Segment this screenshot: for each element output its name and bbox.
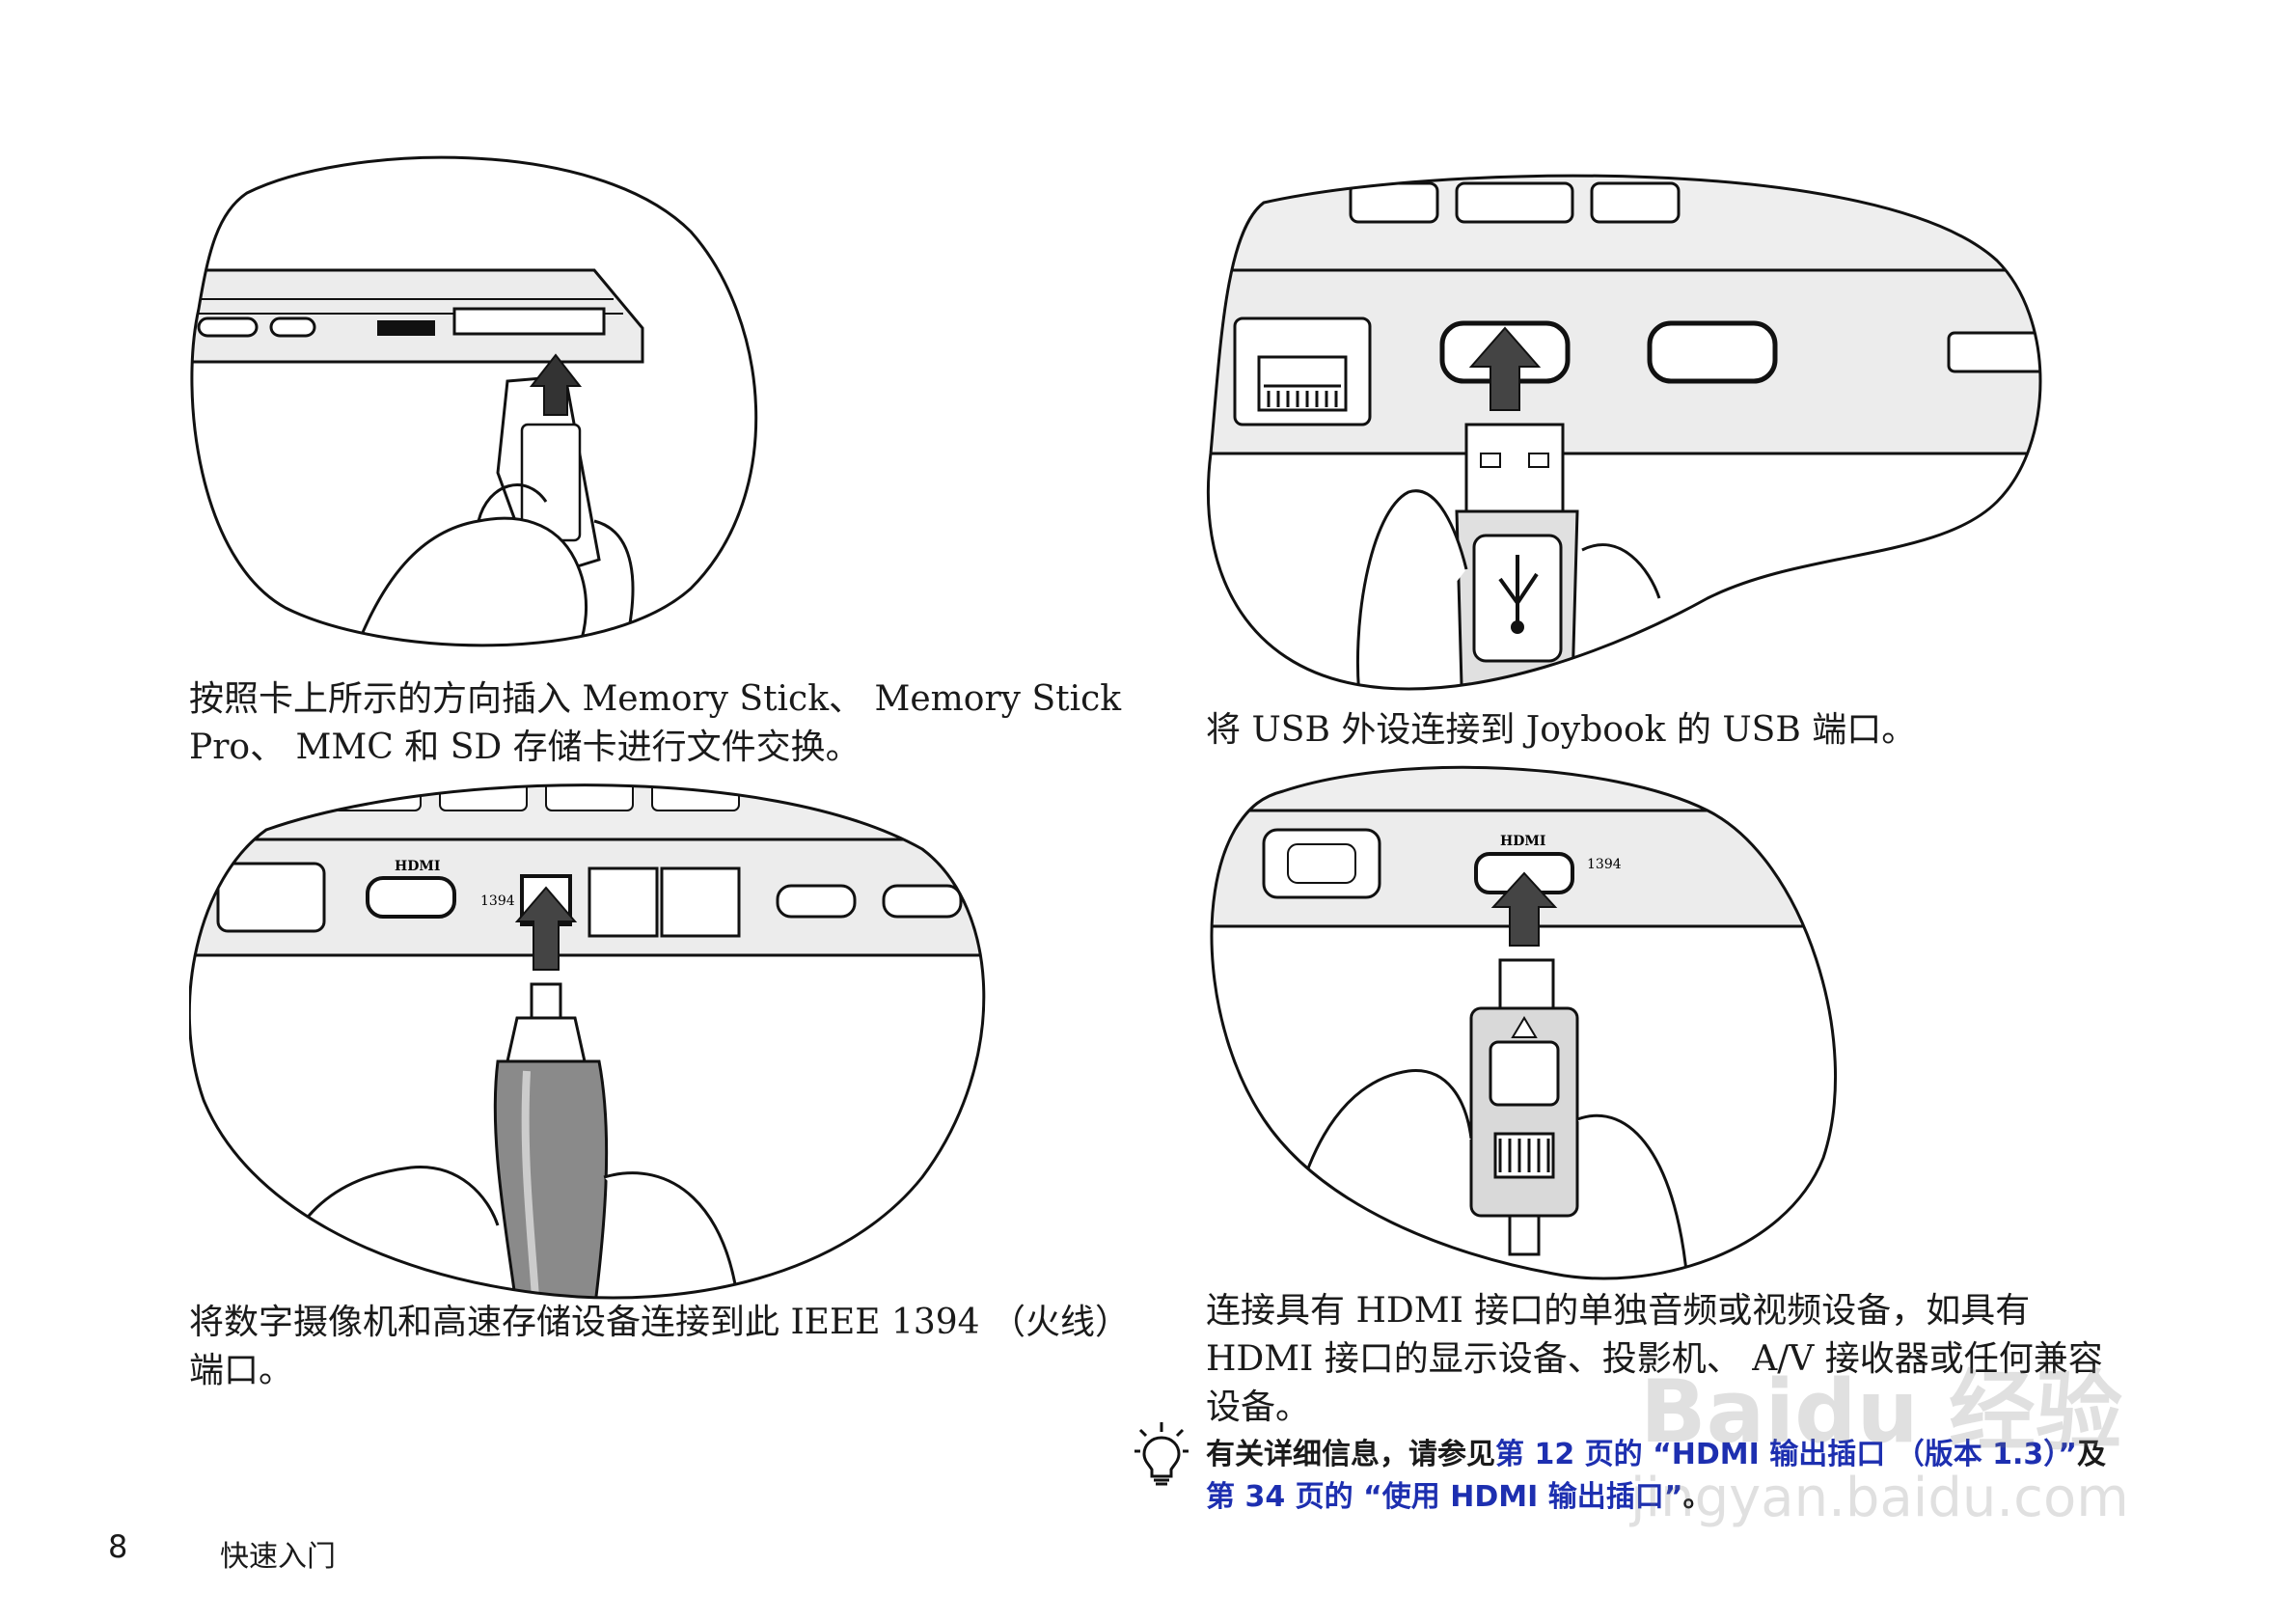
caption-line: 将数字摄像机和高速存储设备连接到此 IEEE 1394 （火线）: [189, 1303, 1131, 1342]
caption-line: 设备。: [1206, 1387, 1311, 1427]
tip-link-hdmi-usage[interactable]: 第 34 页的 “使用 HDMI 输出插口”: [1206, 1480, 1683, 1514]
caption-line: 连接具有 HDMI 接口的单独音频或视频设备，如具有: [1206, 1291, 2031, 1331]
tip-link-hdmi-version[interactable]: 第 12 页的 “HDMI 输出插口 （版本 1.3）”: [1495, 1438, 2078, 1471]
ieee1394-illustration: HDMI 1394: [189, 772, 990, 1312]
hdmi-port-label: HDMI: [395, 859, 440, 874]
caption-line: HDMI 接口的显示设备、投影机、 A/V 接收器或任何兼容: [1206, 1339, 2103, 1379]
usb-caption: 将 USB 外设连接到 Joybook 的 USB 端口。: [1206, 706, 1916, 755]
page-number: 8: [108, 1528, 128, 1565]
caption-line: 将 USB 外设连接到 Joybook 的 USB 端口。: [1206, 710, 1917, 750]
card-reader-caption: 按照卡上所示的方向插入 Memory Stick、 Memory Stick P…: [189, 675, 1121, 772]
ieee1394-port-label-2: 1394: [1587, 857, 1622, 872]
lightbulb-icon: [1134, 1420, 1189, 1492]
tip-prefix: 有关详细信息，请参见: [1206, 1438, 1495, 1471]
caption-line: 端口。: [189, 1351, 294, 1390]
tip-end: 。: [1682, 1480, 1712, 1514]
ieee1394-caption: 将数字摄像机和高速存储设备连接到此 IEEE 1394 （火线） 端口。: [189, 1299, 1130, 1395]
watermark-brand: Baidu 经验: [1640, 1361, 2123, 1463]
hdmi-illustration: HDMI 1394: [1206, 753, 1862, 1293]
baidu-watermark: Baidu 经验 jingyan.baidu.com: [1630, 1341, 2129, 1529]
tip-line-1: 有关详细信息，请参见第 12 页的 “HDMI 输出插口 （版本 1.3）”及: [1206, 1434, 2171, 1476]
watermark-url: jingyan.baidu.com: [1630, 1467, 2129, 1529]
tip-line-2: 第 34 页的 “使用 HDMI 输出插口”。: [1206, 1476, 2171, 1519]
tip-note: 有关详细信息，请参见第 12 页的 “HDMI 输出插口 （版本 1.3）”及 …: [1206, 1434, 2171, 1519]
hdmi-caption: 连接具有 HDMI 接口的单独音频或视频设备，如具有 HDMI 接口的显示设备、…: [1206, 1287, 2103, 1432]
section-title: 快速入门: [220, 1540, 336, 1574]
tip-suffix: 及: [2077, 1438, 2107, 1471]
ieee1394-port-label: 1394: [480, 893, 515, 909]
caption-line: Pro、 MMC 和 SD 存储卡进行文件交换。: [189, 728, 861, 767]
caption-line: 按照卡上所示的方向插入 Memory Stick、 Memory Stick: [189, 679, 1122, 719]
usb-illustration: [1206, 164, 2055, 704]
hdmi-port-label-2: HDMI: [1500, 834, 1545, 849]
card-reader-illustration: [189, 154, 768, 656]
